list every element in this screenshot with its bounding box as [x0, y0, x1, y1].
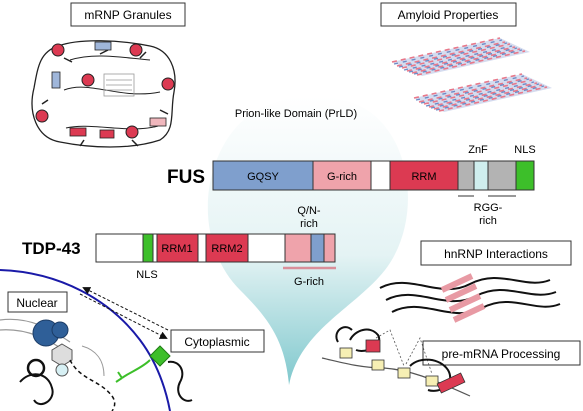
fus-label: FUS [167, 167, 205, 188]
premrna-illustration [321, 326, 471, 397]
cytoplasmic-box [170, 329, 265, 353]
tdp43-rrm2-label: RRM2 [211, 243, 242, 255]
premrna-processing-label: pre-mRNA Processing [442, 347, 561, 361]
fus-rgg-label-2: rich [479, 215, 497, 227]
tdp43-qn-label-1: Q/N- [297, 205, 321, 217]
mrnp-granules-box [70, 2, 186, 27]
amyloid-properties-label: Amyloid Properties [398, 8, 499, 22]
fus-gqsy-domain [212, 160, 314, 191]
nuclear-box [7, 291, 68, 313]
fus-grich-domain [312, 160, 372, 191]
cytoplasmic-label: Cytoplasmic [184, 335, 249, 349]
amyloid-fibril-illustration [391, 37, 552, 112]
tdp43-grich-label: G-rich [294, 276, 324, 288]
fus-rrm-label: RRM [411, 171, 436, 183]
prld-label: Prion-like Domain (PrLD) [235, 108, 357, 120]
hnrnp-illustration [379, 273, 561, 323]
tdp43-rrm1-label: RRM1 [161, 243, 192, 255]
nuclear-envelope [0, 269, 171, 411]
tdp43-grich-domain-b [323, 233, 336, 263]
tdp43-nls-domain [142, 233, 154, 263]
fus-grich-label: G-rich [327, 171, 357, 183]
tdp43-qn-domain [310, 233, 325, 263]
nuclear-illustration [0, 318, 116, 411]
fus-rgg-label-1: RGG- [474, 202, 503, 214]
fus-nls-domain [515, 160, 535, 191]
fus-gqsy-label: GQSY [247, 171, 279, 183]
nuclear-label: Nuclear [16, 296, 57, 310]
amyloid-properties-box [380, 2, 517, 27]
fus-rgg1-domain [457, 160, 475, 191]
fus-rgg2-domain [487, 160, 517, 191]
fus-nls-label: NLS [514, 144, 535, 156]
export-arrow [79, 293, 168, 339]
tdp43-grich-domain-a [284, 233, 312, 263]
mrnp-granules-label: mRNP Granules [84, 8, 171, 22]
hnrnp-interactions-label: hnRNP Interactions [444, 247, 548, 261]
cytoplasmic-illustration [115, 345, 193, 402]
fus-znf-domain [473, 160, 489, 191]
tdp43-rrm2-domain [205, 233, 249, 263]
hnrnp-interactions-box [420, 240, 572, 266]
tdp43-label: TDP-43 [22, 239, 81, 258]
fus-znf-label: ZnF [468, 144, 488, 156]
premrna-processing-box [422, 340, 581, 366]
mrnp-granule-illustration [31, 40, 176, 148]
import-arrow [82, 287, 169, 331]
tdp43-nls-label: NLS [136, 269, 157, 281]
tdp43-qn-label-2: rich [300, 218, 318, 230]
tdp43-rrm1-domain [156, 233, 199, 263]
